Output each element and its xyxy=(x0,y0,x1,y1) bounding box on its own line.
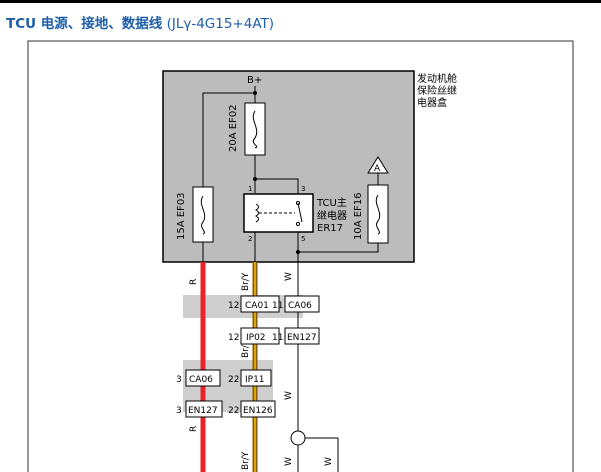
wire-label-w-1: W xyxy=(284,272,294,281)
en126-name: EN126 xyxy=(243,406,273,416)
relay-label-line2: 继电器 xyxy=(317,209,347,222)
en127w-name: EN127 xyxy=(287,333,317,343)
relay-pin5-line xyxy=(297,232,379,253)
top-rule xyxy=(0,0,601,3)
page-title: TCU 电源、接地、数据线 (JLγ-4G15+4AT) xyxy=(6,12,274,32)
box-label-line2: 保险丝继 xyxy=(417,84,457,97)
en127w-pin: 11 xyxy=(272,333,283,343)
wire-label-bry-3: Br/Y xyxy=(241,451,251,470)
connector-ip11 xyxy=(240,369,272,387)
ca06r-name: CA06 xyxy=(189,375,213,385)
connector-ca06-r xyxy=(185,369,221,387)
wire-label-bry-1: Br/Y xyxy=(241,272,251,291)
diagram-frame xyxy=(27,40,574,472)
ip11-name: IP11 xyxy=(245,375,265,385)
wire-label-w-4: W xyxy=(324,457,334,466)
connection-marker-label: A xyxy=(374,164,381,174)
wire-label-red-2: R xyxy=(189,426,199,432)
en127r-name: EN127 xyxy=(188,406,218,416)
en126-pin: 22 xyxy=(228,406,239,416)
connector-en127-w xyxy=(284,327,320,345)
relay-pin5: 5 xyxy=(301,235,305,243)
relay-label-line1: TCU主 xyxy=(316,197,347,209)
relay-pin3-feed xyxy=(255,178,299,194)
ca01-name: CA01 xyxy=(245,301,269,311)
ip02-pin: 12 xyxy=(228,333,239,343)
wire-label-w-2: W xyxy=(284,391,294,400)
ip02-name: IP02 xyxy=(246,333,266,343)
box-label-line1: 发动机舱 xyxy=(417,72,457,85)
wire-label-bry-2: Br/Y xyxy=(241,339,251,358)
relay-switch-arm xyxy=(297,202,303,223)
wire-label-red: R xyxy=(189,279,199,285)
fuse-ef02-label: 20A EF02 xyxy=(228,104,239,152)
fuse-ef02 xyxy=(244,102,266,156)
ca06r-pin: 3 xyxy=(176,375,182,385)
relay-coil xyxy=(255,203,259,223)
fuse-ef03-element xyxy=(200,195,206,235)
relay-label-line3: ER17 xyxy=(317,223,343,234)
connector-ca06-w xyxy=(284,295,320,313)
relay-pin2: 2 xyxy=(248,235,252,243)
relay-pin1: 1 xyxy=(248,185,252,193)
connector-en127-r xyxy=(185,400,223,418)
relay-contact-bottom xyxy=(295,221,301,227)
ca01-pin: 12 xyxy=(228,301,239,311)
box-label-line3: 电器盒 xyxy=(417,96,447,109)
ip11-pin: 22 xyxy=(228,375,239,385)
connector-ip02 xyxy=(240,327,280,345)
relay-er17 xyxy=(243,193,314,233)
ca06w-pin: 11 xyxy=(272,301,283,311)
splice-point xyxy=(290,430,306,446)
ca06w-name: CA06 xyxy=(288,301,312,311)
title-model: (JLγ-4G15+4AT) xyxy=(162,16,275,32)
supply-label: B+ xyxy=(247,75,262,86)
fuse-ef03-label: 15A EF03 xyxy=(176,192,187,240)
relay-pin3: 3 xyxy=(301,185,305,193)
supply-to-ef03 xyxy=(202,92,255,187)
fuse-ef16-element xyxy=(375,194,381,235)
fuse-ef16-label: 10A EF16 xyxy=(353,192,364,240)
fuse-ef16 xyxy=(367,184,389,244)
fuse-ef02-element xyxy=(252,110,258,149)
title-main: TCU 电源、接地、数据线 xyxy=(6,16,163,32)
en127r-pin: 3 xyxy=(176,406,182,416)
connector-ca01 xyxy=(240,295,280,313)
connector-en126 xyxy=(240,400,276,418)
wire-label-w-3: W xyxy=(284,457,294,466)
